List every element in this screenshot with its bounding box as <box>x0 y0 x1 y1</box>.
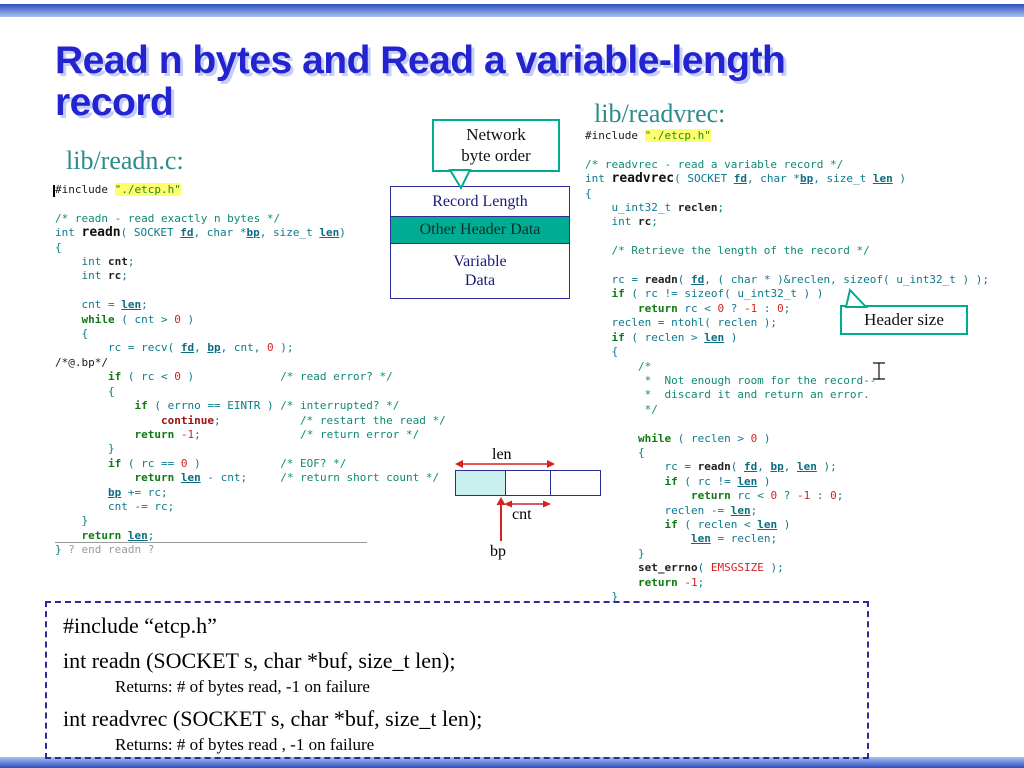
code-line: set_errno( EMSGSIZE ); <box>637 561 784 575</box>
bp-arrow <box>496 497 506 541</box>
code-line: reclen -= len; <box>585 503 758 517</box>
code-end-separator <box>55 542 367 543</box>
code-line: return len; <box>81 528 155 542</box>
code-line: /* readvrec - read a variable record */ <box>585 157 844 171</box>
code-line: continue; /* restart the read */ <box>160 413 446 427</box>
code-line: */ <box>585 402 658 416</box>
top-accent-bar <box>0 4 1024 17</box>
code-line: return len - cnt; /* return short count … <box>134 471 440 485</box>
slide-title-line1: Read n bytes and Read a variable-length <box>55 39 786 82</box>
other-header-data-cell: Other Header Data <box>391 217 569 244</box>
code-line: if ( rc != sizeof( u_int32_t ) ) <box>611 287 824 301</box>
slide-title: Read n bytes and Read a variable-length … <box>55 40 1005 123</box>
bottom-accent-bar <box>0 757 1024 768</box>
code-line <box>585 230 989 244</box>
len-label: len <box>492 446 512 463</box>
readvrec-code-block: #include "./etcp.h" /* readvrec - read a… <box>585 129 989 604</box>
code-line: cnt = len; <box>55 298 148 312</box>
code-line: while ( cnt > 0 ) <box>81 312 195 326</box>
code-line <box>55 284 446 298</box>
slide-title-line2: record <box>55 80 174 124</box>
code-line: } <box>585 546 645 560</box>
network-byte-order-callout: Network byte order <box>432 119 560 172</box>
code-line: int readvrec( SOCKET fd, char *bp, size_… <box>585 171 906 187</box>
buffer-cell-current <box>506 471 551 495</box>
readvrec-file-label: lib/readvrec: <box>594 99 726 128</box>
buffer-cell-read <box>456 471 506 495</box>
code-line: return rc < 0 ? -1 : 0; <box>637 301 791 315</box>
code-line: cnt -= rc; <box>55 499 175 513</box>
readvrec-prototype: int readvrec (SOCKET s, char *buf, size_… <box>63 706 483 731</box>
code-line: if ( errno == EINTR ) /* interrupted? */ <box>134 399 400 413</box>
code-line: { <box>585 345 619 359</box>
buffer-diagram <box>455 470 601 496</box>
cnt-label: cnt <box>512 506 532 523</box>
code-line: if ( reclen < len ) <box>664 517 791 531</box>
code-line: /*@.bp*/ <box>55 355 108 369</box>
code-line <box>585 259 989 273</box>
code-line: u_int32_t reclen; <box>585 201 725 215</box>
bp-label: bp <box>490 543 506 560</box>
code-line: { <box>55 240 62 254</box>
readn-file-label: lib/readn.c: <box>66 146 184 175</box>
header-size-callout: Header size <box>840 305 968 335</box>
buffer-cell-remaining <box>551 471 600 495</box>
code-line: len = reclen; <box>690 532 778 546</box>
code-line: int readn( SOCKET fd, char *bp, size_t l… <box>55 225 346 241</box>
code-line: { <box>585 186 592 200</box>
code-line: if ( rc != len ) <box>664 474 771 488</box>
code-line <box>585 417 989 431</box>
code-line: if ( reclen > len ) <box>611 330 738 344</box>
code-line: return -1; /* return error */ <box>134 427 420 441</box>
code-line: /* <box>585 359 652 373</box>
code-line: if ( rc < 0 ) /* read error? */ <box>107 370 393 384</box>
include-line: #include “etcp.h” <box>63 613 217 638</box>
code-line: int cnt; <box>55 255 135 269</box>
readvrec-returns: Returns: # of bytes read , -1 on failure <box>115 735 375 754</box>
code-line: } <box>55 442 115 456</box>
record-structure-diagram: Record Length Other Header Data Variable… <box>390 186 570 299</box>
code-line: #include "./etcp.h" <box>585 129 711 142</box>
code-line: /* Retrieve the length of the record */ <box>585 244 870 258</box>
code-line: { <box>55 327 89 341</box>
code-line: { <box>55 384 115 398</box>
readn-returns: Returns: # of bytes read, -1 on failure <box>115 677 370 696</box>
record-length-cell: Record Length <box>391 187 569 217</box>
code-line: reclen = ntohl( reclen ); <box>585 316 778 330</box>
code-line: } <box>585 590 619 603</box>
code-line <box>55 197 446 211</box>
readn-prototype: int readn (SOCKET s, char *buf, size_t l… <box>63 648 456 673</box>
code-line: if ( rc == 0 ) /* EOF? */ <box>107 456 347 470</box>
code-line: rc = recv( fd, bp, cnt, 0 ); <box>55 341 294 355</box>
code-line: } ? end readn ? <box>55 543 155 557</box>
code-line: bp += rc; <box>107 485 168 499</box>
code-line: { <box>585 445 645 459</box>
code-line: } <box>55 514 89 528</box>
code-line: rc = readn( fd, bp, len ); <box>585 460 837 474</box>
code-line: * discard it and return an error. <box>585 388 870 402</box>
code-line: return rc < 0 ? -1 : 0; <box>690 489 844 503</box>
code-line: return -1; <box>637 575 705 589</box>
code-line: /* readn - read exactly n bytes */ <box>55 211 281 225</box>
code-line: while ( reclen > 0 ) <box>637 431 771 445</box>
code-line: int rc; <box>585 215 658 229</box>
readn-code-block: #include "./etcp.h" /* readn - read exac… <box>55 183 446 558</box>
code-line: rc = readn( fd, ( char * )&reclen, sizeo… <box>585 273 990 287</box>
code-line: * Not enough room for the record-- <box>585 373 877 387</box>
code-line <box>585 143 989 157</box>
function-prototypes-box: #include “etcp.h” int readn (SOCKET s, c… <box>45 601 869 759</box>
code-line: #include "./etcp.h" <box>55 183 181 196</box>
code-line: int rc; <box>55 269 128 283</box>
variable-data-cell: Variable Data <box>391 244 569 298</box>
